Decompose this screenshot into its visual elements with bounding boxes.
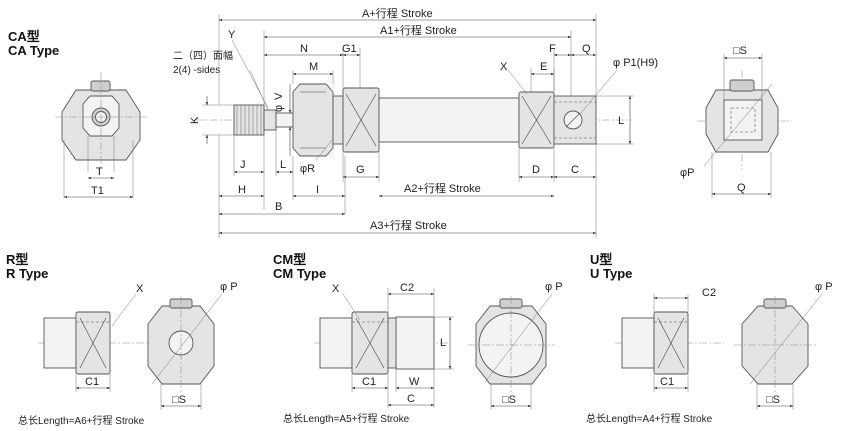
dim-e-label: E [540,61,547,73]
dim-k-label: K [189,116,201,124]
dim-phi-r-label: φR [300,163,315,175]
dim-h-label: H [238,184,246,196]
dim-i-label: I [316,184,319,196]
ca-type-title-en: CA Type [8,43,60,58]
u-dim-c1-label: C1 [660,376,674,388]
dim-a1-label: A1+行程 Stroke [380,24,457,37]
dim-a3-label: A3+行程 Stroke [370,219,447,232]
dim-m-label: M [309,61,318,73]
dim-a-label: A+行程 Stroke [362,7,433,20]
ca-type-title-cn: CA型 [8,29,40,44]
ca-type-title: CA型 CA Type [8,30,59,58]
u-type-title-cn: U型 [590,252,613,267]
dim-x-top-label: X [500,61,508,73]
cm-type-drawing [314,288,555,410]
dim-g-label: G [356,164,365,176]
dim-l-small-label: L [280,159,286,171]
dim-j-label: J [240,159,246,171]
cm-type-title: CM型 CM Type [273,253,326,281]
r-dim-phi-p-label: φ P [220,281,238,293]
dim-v-label: V [273,92,285,100]
dim-l-right-label: L [618,115,624,127]
cm-dim-c2-label: C2 [400,282,414,294]
r-dim-s-label: □S [172,394,186,406]
wrench-flat-note-en: 2(4) -sides [173,65,220,76]
dim-phi-v-label: φ [273,105,285,112]
u-dim-s-label: □S [766,394,780,406]
r-dim-x-label: X [136,283,144,295]
dim-y-label: Y [228,29,236,41]
dim-a2-label: A2+行程 Stroke [404,182,481,195]
u-type-drawing [615,293,823,410]
dim-q-top-label: Q [582,43,591,55]
dim-b-label: B [275,201,282,213]
dim-q-side-label: Q [737,182,746,194]
cm-dim-phi-p-label: φ P [545,281,563,293]
u-type-title: U型 U Type [590,253,632,281]
cm-total-length: 总长Length=A5+行程 Stroke [283,412,410,425]
ca-main-side-view [196,83,632,157]
u-type-title-en: U Type [590,266,633,281]
u-dim-phi-p-label: φ P [815,281,833,293]
dim-t-label: T [96,166,103,178]
dim-n-label: N [300,43,308,55]
r-type-drawing [38,293,223,410]
cm-dim-l-label: L [440,337,446,349]
dim-g1-label: G1 [342,43,357,55]
u-dim-c2-label: C2 [702,287,716,299]
r-type-title-cn: R型 [6,252,29,267]
cm-dim-x-label: X [332,283,340,295]
r-type-title-en: R Type [6,266,49,281]
ca-right-end-view [697,54,792,198]
dim-s-top-label: □S [733,45,747,57]
cm-dim-c-label: C [407,393,415,405]
r-dim-c1-label: C1 [85,376,99,388]
dim-c-label: C [571,164,579,176]
dim-f-label: F [549,43,556,55]
cm-dim-w-label: W [409,376,420,388]
ca-left-end-view [55,72,148,199]
u-total-length: 总长Length=A4+行程 Stroke [586,412,713,425]
dim-phi-p-label: φP [680,167,694,179]
cm-dim-c1-label: C1 [362,376,376,388]
cm-dim-s-label: □S [502,394,516,406]
r-type-title: R型 R Type [6,253,48,281]
dim-d-label: D [532,164,540,176]
r-total-length: 总长Length=A6+行程 Stroke [18,414,145,427]
dim-t1-label: T1 [91,185,104,197]
cm-type-title-en: CM Type [273,266,327,281]
dim-p1-label: φ P1(H9) [613,57,658,69]
wrench-flat-note-cn: 二（四）面幅 [173,49,233,62]
cm-type-title-cn: CM型 [273,252,307,267]
